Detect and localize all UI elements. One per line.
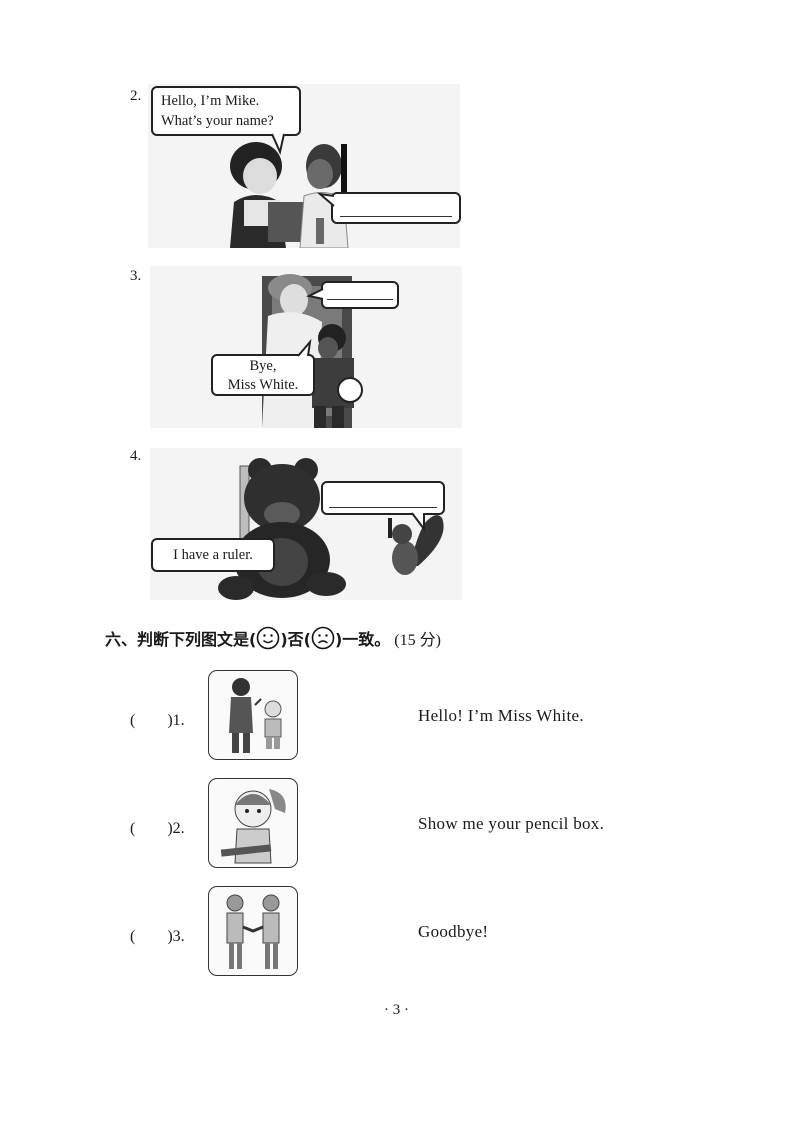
teacher-waving-illustration [229,678,282,753]
sad-face-icon [311,626,335,650]
boys-meeting-illustration [230,142,349,248]
speech-bubble: I have a ruler. [151,538,275,572]
smiley-face-icon [257,626,280,650]
men-shaking-hands-illustration [226,894,280,969]
page-number: · 3 · [384,1002,409,1018]
item-sentence: Hello! I’m Miss White. [418,706,584,725]
girl-with-ruler-illustration [220,789,286,864]
speech-bubble: Bye, Miss White. [211,354,315,396]
question-number: 4. [130,448,142,464]
judgement-item: ( )3. Goodbye! [0,886,793,978]
answer-line [327,299,393,300]
answer-bubble [321,481,445,515]
bubble-tail [411,512,425,532]
item-picture [208,670,298,760]
section-title-text: )否( [280,630,311,649]
answer-blank[interactable]: ( )2. [130,820,185,837]
bubble-text: Miss White. [227,377,299,393]
answer-bubble [321,281,399,309]
section-points: (15 分) [394,632,441,649]
answer-line [340,216,452,217]
answer-blank[interactable]: ( )1. [130,712,185,729]
bubble-text: I have a ruler. [173,547,253,563]
question-number: 3. [130,268,142,284]
item-picture [208,886,298,976]
judgement-item: ( )2. Show me your pencil box. [0,778,793,870]
bubble-tail [271,133,285,156]
illustration-boy-greeting [148,84,460,248]
answer-line [329,507,437,508]
bubble-text: What’s your name? [161,113,274,129]
illustration-bear-and-squirrel [150,448,462,600]
section-title-text: 六、判断下列图文是( [105,630,257,649]
judgement-item: ( )1. Hello! I’m Miss White. [0,670,793,762]
bubble-tail [316,192,335,207]
bubble-tail [306,288,324,300]
section-title: 六、判断下列图文是( )否( )一致。 (15 分) [105,626,441,650]
speech-bubble: Hello, I’m Mike. What’s your name? [151,86,301,136]
bubble-text: Bye, [249,358,277,374]
bubble-tail [297,338,312,357]
item-picture [208,778,298,868]
answer-bubble [331,192,461,224]
item-sentence: Show me your pencil box. [418,814,605,833]
bubble-text: Hello, I’m Mike. [161,93,260,109]
item-sentence: Goodbye! [418,922,489,941]
question-number: 2. [130,88,142,104]
section-title-text: )一致。 [334,630,391,649]
answer-blank[interactable]: ( )3. [130,928,185,945]
